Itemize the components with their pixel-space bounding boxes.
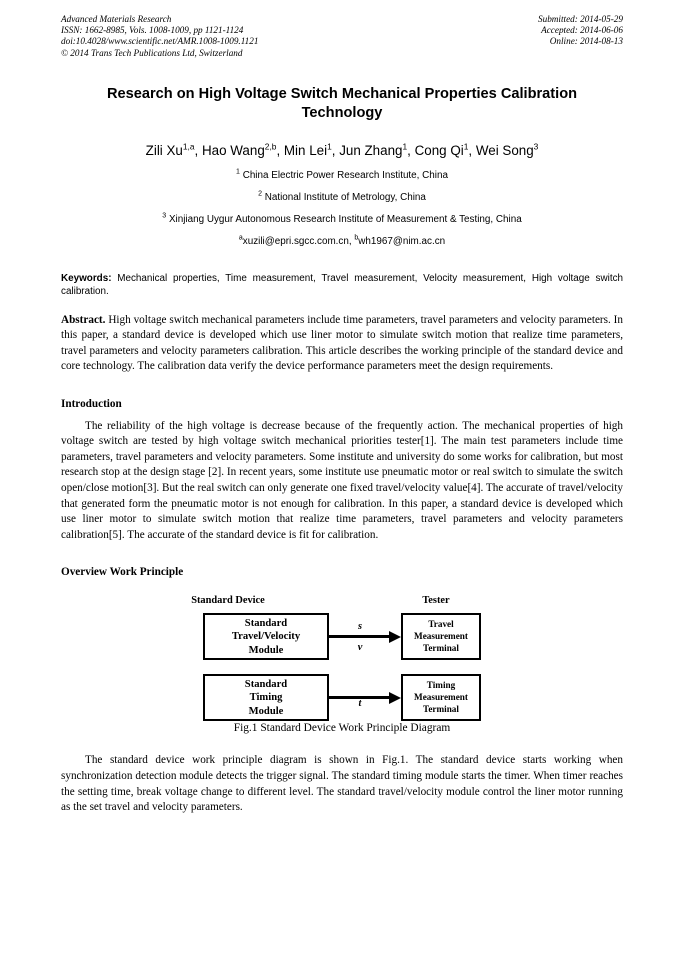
author-name: Cong Qi (414, 142, 464, 158)
diagram-box-timing-measurement-terminal: Timing Measurement Terminal (401, 674, 481, 722)
arrow-label-v: v (357, 642, 363, 654)
box-line: Timing (249, 692, 283, 704)
affiliation-1: 1 China Electric Power Research Institut… (61, 169, 623, 182)
abstract-text: High voltage switch mechanical parameter… (61, 314, 623, 373)
author-affiliation-marker: 1 (402, 141, 408, 152)
online-date: Online: 2014-08-13 (549, 36, 623, 47)
email-marker-a: a (238, 234, 243, 242)
author-name: Min Lei (283, 142, 328, 158)
affiliation-marker: 2 (258, 190, 262, 198)
box-line: Travel/Velocity (231, 631, 301, 643)
arrow-head-icon (389, 630, 401, 643)
box-line: Module (248, 644, 284, 656)
author-affiliation-marker: 1,a (182, 141, 195, 152)
affiliation-text: National Institute of Metrology, China (264, 191, 426, 203)
section-heading-overview: Overview Work Principle (61, 566, 184, 579)
arrow-head-icon (389, 691, 401, 704)
arrow-shaft (329, 696, 392, 700)
diagram-column-header-tester: Tester (422, 595, 450, 607)
author-entry: Cong Qi1, (414, 141, 476, 158)
journal-issn-line: ISSN: 1662-8985, Vols. 1008-1009, pp 112… (61, 25, 244, 36)
author-emails: axuzili@epri.sgcc.com.cn, bwh1967@nim.ac… (61, 235, 623, 248)
email-marker-b: b (354, 234, 359, 242)
section-heading-introduction: Introduction (61, 397, 122, 410)
author-entry: Wei Song3 (475, 141, 539, 158)
abstract-block: Abstract. High voltage switch mechanical… (61, 313, 623, 375)
journal-copyright-line: © 2014 Trans Tech Publications Ltd, Swit… (61, 47, 243, 58)
author-separator: , (194, 142, 202, 158)
affiliation-2: 2 National Institute of Metrology, China (61, 191, 623, 204)
figure-caption: Fig.1 Standard Device Work Principle Dia… (233, 722, 451, 735)
keywords-label: Keywords: (61, 272, 112, 284)
arrow-label-t: t (358, 698, 362, 710)
author-affiliation-marker: 1 (327, 141, 332, 152)
affiliation-marker: 3 (162, 212, 167, 220)
figure-1: Standard Device Tester Standard Travel/V… (61, 595, 623, 743)
arrow-label-s: s (357, 621, 363, 633)
author-separator: , (331, 142, 340, 158)
diagram-box-standard-travel-velocity-module: Standard Travel/Velocity Module (203, 613, 329, 661)
box-line: Standard (244, 617, 288, 629)
author-name: Wei Song (475, 142, 534, 158)
journal-header-right: Submitted: 2014-05-29 Accepted: 2014-06-… (538, 14, 623, 48)
overview-paragraph: The standard device work principle diagr… (61, 754, 623, 814)
author-list: Zili Xu1,a, Hao Wang2,b, Min Lei1, Jun Z… (61, 142, 623, 159)
author-entry: Hao Wang2,b, (202, 141, 284, 158)
box-line: Standard (244, 678, 288, 690)
page-title: Research on High Voltage Switch Mechanic… (106, 85, 578, 121)
author-affiliation-marker: 2,b (264, 141, 277, 152)
affiliation-marker: 1 (236, 168, 240, 176)
author-name: Zili Xu (145, 142, 183, 158)
author-entry: Jun Zhang1, (339, 141, 415, 158)
affiliation-3: 3 Xinjiang Uygur Autonomous Research Ins… (61, 213, 623, 226)
abstract-label: Abstract. (61, 314, 106, 326)
box-line: Terminal (423, 642, 459, 653)
author-separator: , (276, 142, 284, 158)
introduction-paragraph: The reliability of the high voltage is d… (61, 419, 623, 541)
diagram-arrow-travel (329, 630, 401, 643)
diagram-column-header-standard-device: Standard Device (191, 595, 265, 607)
box-line: Measurement (414, 692, 468, 703)
affiliation-text: China Electric Power Research Institute,… (242, 169, 448, 181)
arrow-shaft (329, 635, 392, 639)
work-principle-diagram: Standard Device Tester Standard Travel/V… (61, 595, 623, 722)
keywords-text: Mechanical properties, Time measurement,… (61, 272, 623, 298)
author-name: Jun Zhang (339, 142, 403, 158)
author-affiliation-marker: 3 (533, 141, 539, 152)
journal-doi-line: doi:10.4028/www.scientific.net/AMR.1008-… (61, 36, 259, 47)
submitted-date: Submitted: 2014-05-29 (538, 14, 623, 24)
author-separator: , (468, 142, 476, 158)
author-name: Hao Wang (202, 142, 265, 158)
email-address-a: xuzili@epri.sgcc.com.cn, (242, 235, 355, 247)
box-line: Travel (428, 619, 454, 630)
box-line: Measurement (414, 631, 468, 642)
diagram-box-travel-measurement-terminal: Travel Measurement Terminal (401, 613, 481, 661)
diagram-arrow-timing (329, 691, 401, 704)
author-separator: , (407, 142, 415, 158)
keywords-block: Keywords: Mechanical properties, Time me… (61, 272, 623, 299)
journal-header-left: Advanced Materials Research ISSN: 1662-8… (61, 14, 258, 59)
author-affiliation-marker: 1 (463, 141, 469, 152)
box-line: Module (248, 705, 284, 717)
journal-name: Advanced Materials Research (61, 14, 172, 24)
diagram-box-standard-timing-module: Standard Timing Module (203, 674, 329, 722)
author-entry: Min Lei1, (283, 141, 340, 158)
box-line: Timing (426, 680, 456, 691)
affiliation-text: Xinjiang Uygur Autonomous Research Insti… (168, 213, 522, 225)
journal-header: Advanced Materials Research ISSN: 1662-8… (61, 14, 623, 59)
box-line: Terminal (423, 703, 459, 714)
accepted-date: Accepted: 2014-06-06 (541, 25, 623, 36)
email-address-b: wh1967@nim.ac.cn (358, 235, 446, 247)
author-entry: Zili Xu1,a, (145, 141, 202, 158)
